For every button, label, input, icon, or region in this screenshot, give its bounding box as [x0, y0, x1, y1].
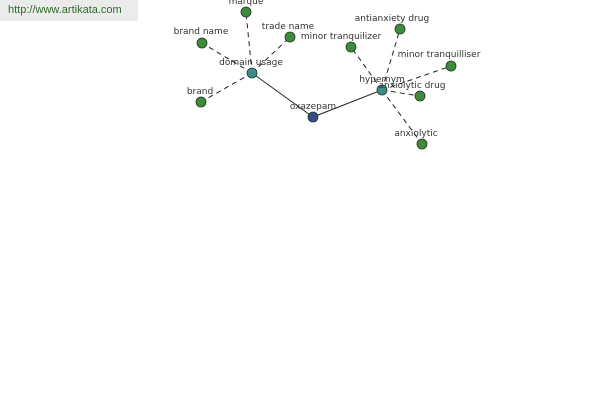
edge-domain-usage-brand: [200, 72, 253, 103]
label-brand-name: brand name: [174, 27, 229, 37]
node-brand-name[interactable]: [196, 37, 208, 49]
edge-hypernym-minor-tranquilliser: [381, 65, 452, 91]
node-anxiolytic-drug[interactable]: [414, 90, 426, 102]
node-brand[interactable]: [195, 96, 207, 108]
label-brand: brand: [187, 87, 213, 97]
nodes: [195, 6, 457, 150]
label-anxiolytic-drug: anxiolytic drug: [378, 81, 445, 91]
label-oxazepam: oxazepam: [290, 102, 336, 112]
node-minor-tranquilizer[interactable]: [345, 41, 357, 53]
node-minor-tranquilliser[interactable]: [445, 60, 457, 72]
node-domain-usage[interactable]: [246, 67, 258, 79]
edge-domain-usage-brand-name: [201, 42, 253, 74]
artikata-link[interactable]: http://www.artikata.com: [8, 4, 122, 16]
label-hypernym: hypernym: [359, 75, 405, 85]
edge-root-domain-usage: [251, 72, 314, 118]
edge-root-hypernym: [312, 89, 383, 118]
label-trade-name: trade name: [262, 22, 315, 32]
node-antianxiety-drug[interactable]: [394, 23, 406, 35]
node-labels: marque brand name trade name brand domai…: [174, 0, 481, 139]
edge-hypernym-antianxiety-drug: [381, 28, 401, 91]
solid-edges: [251, 72, 383, 118]
node-trade-name[interactable]: [284, 31, 296, 43]
edge-domain-usage-marque: [245, 11, 253, 74]
label-minor-tranquilizer: minor tranquilizer: [301, 32, 382, 42]
label-minor-tranquilliser: minor tranquilliser: [398, 50, 481, 60]
label-antianxiety-drug: antianxiety drug: [355, 14, 429, 24]
node-oxazepam[interactable]: [307, 111, 319, 123]
node-hypernym[interactable]: [376, 84, 388, 96]
url-banner: http://www.artikata.com: [0, 0, 138, 21]
node-anxiolytic[interactable]: [416, 138, 428, 150]
label-anxiolytic: anxiolytic: [394, 129, 437, 139]
node-marque[interactable]: [240, 6, 252, 18]
edge-hypernym-anxiolytic: [381, 89, 423, 145]
dashed-edges: [200, 11, 452, 145]
label-marque: marque: [229, 0, 264, 7]
edge-hypernym-anxiolytic-drug: [381, 89, 421, 97]
label-domain-usage: domain usage: [219, 58, 283, 68]
